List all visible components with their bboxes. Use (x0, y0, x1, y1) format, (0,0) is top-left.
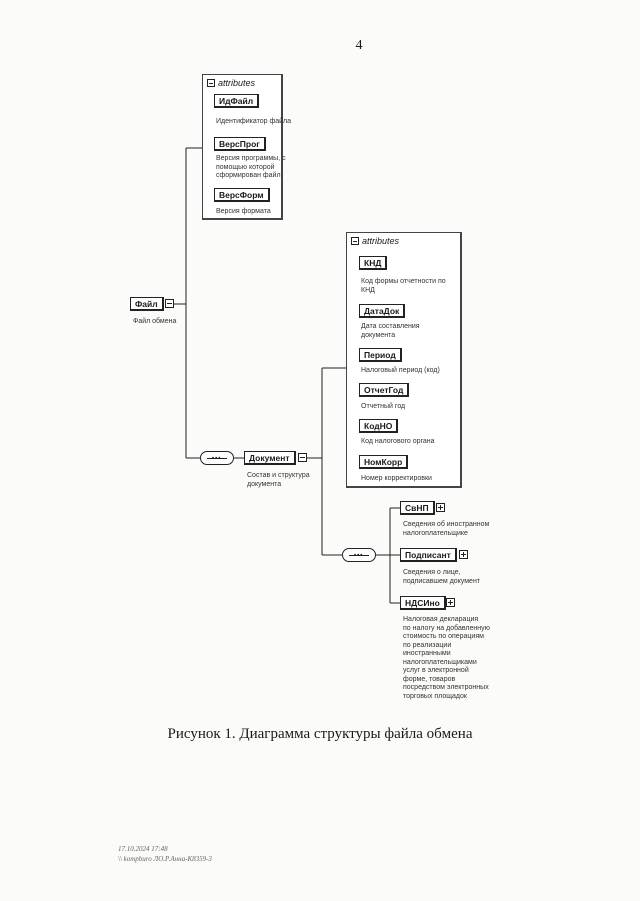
attributes-label: attributes (362, 236, 400, 246)
svnp-expand-icon[interactable] (436, 503, 445, 512)
attr-vers-prog-desc: Версия программы, с помощью которой сфор… (216, 155, 286, 179)
sequence-compositor-icon[interactable]: ••• (200, 451, 234, 465)
attr-data-dok-desc: Дата составления документа (361, 323, 420, 339)
attr-knd-desc: Код формы отчетности по КНД (361, 278, 446, 294)
child-svnp-desc: Сведения об иностранном налогоплательщик… (403, 521, 490, 537)
figure-caption: Рисунок 1. Диаграмма структуры файла обм… (167, 726, 473, 742)
attr-id-file[interactable]: ИдФайл (214, 94, 260, 108)
attr-nom-korr[interactable]: НомКорр (359, 455, 409, 469)
attr-vers-form[interactable]: ВерсФорм (214, 188, 270, 202)
podpisant-expand-icon[interactable] (459, 550, 468, 559)
attr-data-dok[interactable]: ДатаДок (359, 304, 406, 318)
child-podpisant[interactable]: Подписант (400, 548, 457, 562)
collapse-icon[interactable] (207, 79, 215, 87)
attr-knd[interactable]: КНД (359, 256, 388, 270)
attr-nom-korr-desc: Номер корректировки (361, 475, 432, 482)
sequence-compositor-icon[interactable]: ••• (342, 548, 376, 562)
root-node-file[interactable]: Файл (130, 297, 164, 311)
child-podpisant-desc: Сведения о лице, подписавшем документ (403, 569, 481, 585)
ndsino-expand-icon[interactable] (446, 598, 455, 607)
attributes-label: attributes (218, 78, 256, 88)
attr-period[interactable]: Период (359, 348, 402, 362)
root-collapse-icon[interactable] (165, 299, 174, 308)
attr-otchet-god-desc: Отчетный год (361, 403, 406, 410)
attr-kod-no[interactable]: КодНО (359, 419, 399, 433)
footer-path: \\ kompburo ЛО.Р.Анна-К8359-3 (118, 855, 212, 863)
attributes-header: attributes (207, 78, 255, 88)
page-number: 4 (355, 38, 363, 53)
child-ndsino-desc: Налоговая декларация по налогу на добавл… (403, 616, 490, 700)
collapse-icon[interactable] (351, 237, 359, 245)
document-desc: Состав и структура документа (247, 472, 310, 488)
footer-timestamp: 17.10.2024 17:48 (118, 845, 168, 853)
child-ndsino[interactable]: НДСИно (400, 596, 446, 610)
attributes-header: attributes (351, 236, 399, 246)
document-node[interactable]: Документ (244, 451, 296, 465)
root-node-desc: Файл обмена (133, 318, 177, 325)
child-svnp[interactable]: СвНП (400, 501, 435, 515)
attr-kod-no-desc: Код налогового органа (361, 438, 435, 445)
attr-vers-form-desc: Версия формата (216, 208, 271, 215)
attr-otchet-god[interactable]: ОтчетГод (359, 383, 410, 397)
attr-vers-prog[interactable]: ВерсПрог (214, 137, 266, 151)
attr-period-desc: Налоговый период (код) (361, 367, 440, 374)
attr-id-file-desc: Идентификатор файла (216, 118, 292, 125)
document-collapse-icon[interactable] (298, 453, 307, 462)
